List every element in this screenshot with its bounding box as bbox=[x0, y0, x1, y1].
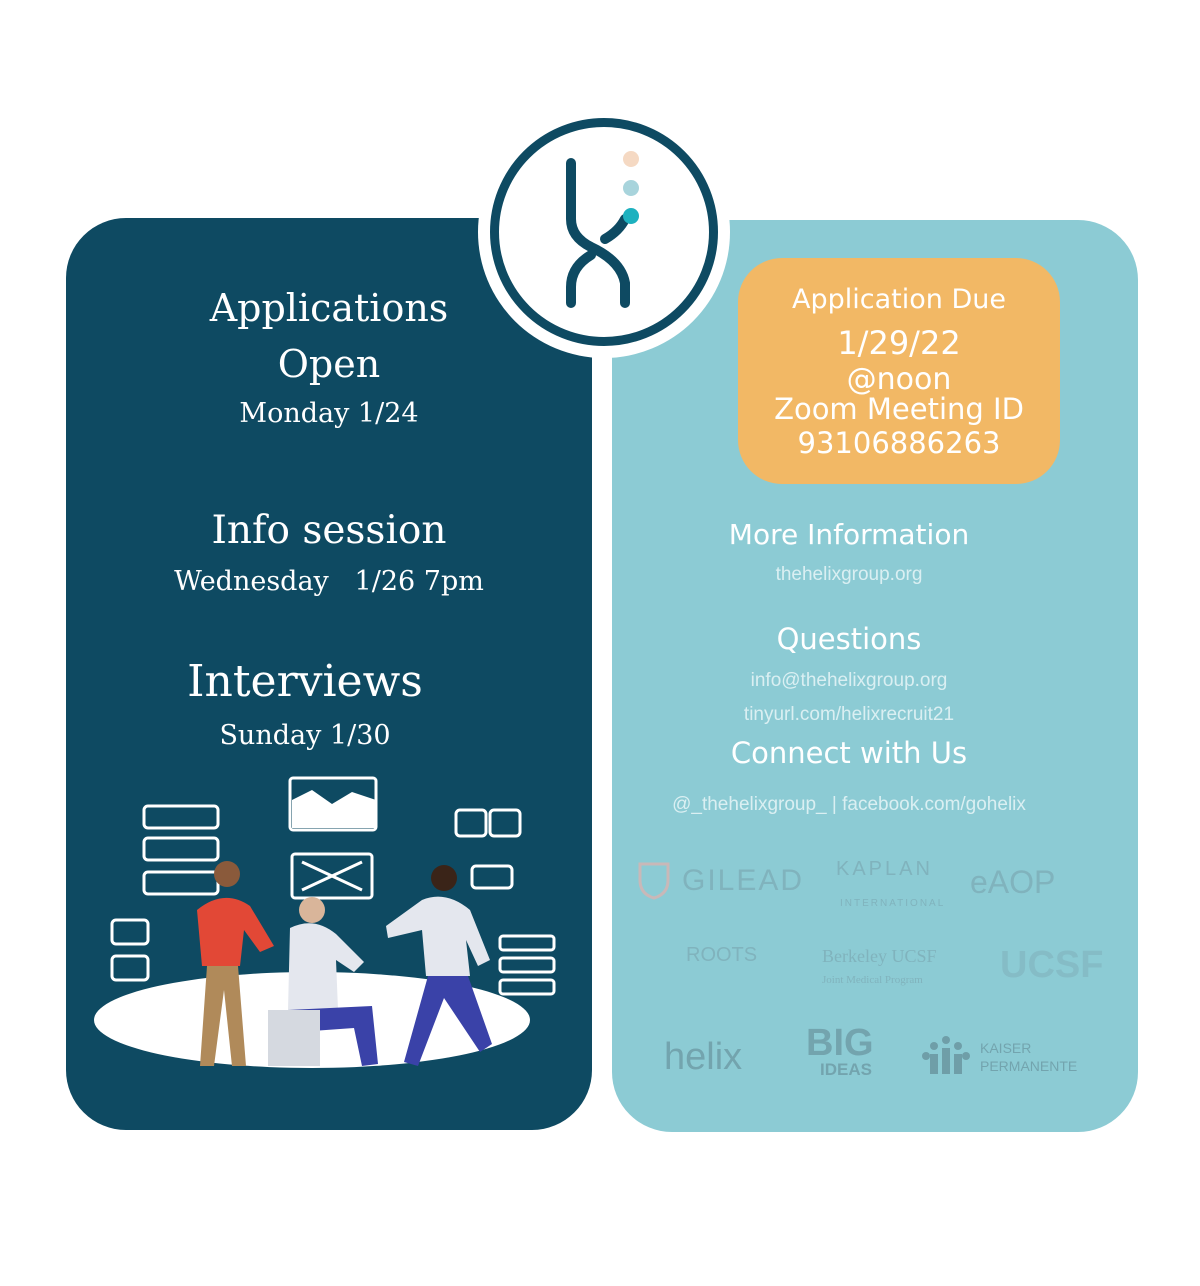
sponsor-helix: helix bbox=[664, 1036, 743, 1078]
due-line-title: Application Due bbox=[792, 284, 1006, 315]
email-link[interactable]: info@thehelixgroup.org bbox=[750, 670, 948, 691]
helix-logo-icon bbox=[566, 151, 639, 308]
website-link[interactable]: thehelixgroup.org bbox=[775, 564, 923, 585]
info-session-title: Info session bbox=[211, 508, 447, 553]
info-session-date: Wednesday 1/26 7pm bbox=[174, 566, 484, 597]
sponsor-kaiser-2: PERMANENTE bbox=[980, 1058, 1078, 1074]
more-information-heading: More Information bbox=[728, 518, 970, 551]
sponsor-berkeley: Berkeley UCSF bbox=[822, 946, 937, 966]
sponsor-gilead: GILEAD bbox=[682, 864, 805, 897]
sponsor-eaop: eAOP bbox=[970, 864, 1056, 900]
sponsor-ucsf: UCSF bbox=[1000, 944, 1104, 986]
tinyurl-link[interactable]: tinyurl.com/helixrecruit21 bbox=[743, 704, 955, 725]
due-line-date: 1/29/22 bbox=[837, 324, 961, 362]
kaiser-logo-icon bbox=[922, 1036, 970, 1074]
sponsor-berkeley-sub: Joint Medical Program bbox=[822, 974, 923, 986]
applications-title-1: Applications bbox=[209, 286, 449, 330]
sponsor-ideas: IDEAS bbox=[820, 1060, 872, 1079]
application-due-box bbox=[738, 258, 1060, 484]
due-line-zoom: Zoom Meeting ID bbox=[774, 392, 1024, 426]
sponsor-kaplan: KAPLAN bbox=[836, 858, 933, 880]
connect-heading: Connect with Us bbox=[730, 736, 968, 770]
questions-heading: Questions bbox=[776, 622, 922, 656]
applications-title-2: Open bbox=[277, 342, 381, 386]
sponsor-roots: ROOTS bbox=[686, 944, 758, 966]
interviews-date: Sunday 1/30 bbox=[219, 720, 391, 751]
interviews-title: Interviews bbox=[187, 656, 423, 707]
sponsor-kaiser-1: KAISER bbox=[980, 1040, 1032, 1056]
due-line-time: @noon bbox=[846, 362, 952, 397]
gilead-shield-icon bbox=[638, 862, 670, 900]
sponsor-kaplan-sub: INTERNATIONAL bbox=[840, 898, 946, 909]
applications-date: Monday 1/24 bbox=[239, 398, 419, 429]
helix-logo bbox=[490, 118, 718, 346]
due-line-meeting-id: 93106886263 bbox=[797, 426, 1001, 460]
sponsor-big: BIG bbox=[806, 1022, 874, 1064]
social-links[interactable]: @_thehelixgroup_ | facebook.com/gohelix bbox=[672, 794, 1026, 815]
people-illustration bbox=[94, 776, 556, 1068]
